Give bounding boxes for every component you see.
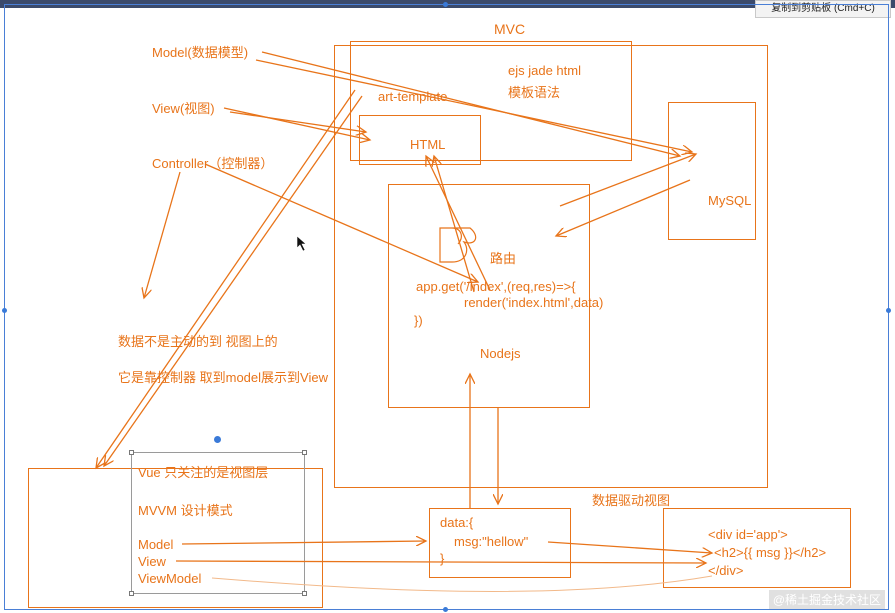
- arrow-view-to-html: [223, 107, 370, 140]
- arrow-art-template-to-vue-2: [104, 95, 363, 466]
- frame-handle-right[interactable]: [886, 308, 891, 313]
- arrow-route-to-html-2: [434, 156, 475, 293]
- vue-label: Vue 只关注的是视图层: [138, 465, 269, 480]
- data-driven-label: 数据驱动视图: [592, 493, 671, 508]
- nodejs-label: Nodejs: [480, 346, 521, 361]
- template-box: [350, 41, 632, 161]
- mvc-outer-box: [334, 45, 768, 488]
- template-syntax-label: 模板语法: [508, 85, 561, 100]
- frame-handle-bottom[interactable]: [443, 607, 448, 612]
- div-box: [663, 508, 851, 588]
- html-label: HTML: [410, 137, 446, 152]
- data-line-2: msg:"hellow": [454, 534, 529, 549]
- frame-handle-top[interactable]: [443, 2, 448, 7]
- arrow-controller-down: [144, 171, 181, 298]
- selection-handle-tl[interactable]: [129, 450, 134, 455]
- arrow-node-to-mysql: [559, 154, 696, 207]
- mysql-box: [668, 102, 756, 240]
- arrow-mysql-to-node: [556, 179, 691, 236]
- selection-handle-tr[interactable]: [302, 450, 307, 455]
- route-label: 路由: [490, 251, 517, 266]
- vm-viewmodel-label: ViewModel: [138, 571, 202, 586]
- arrow-model-to-mysql: [261, 51, 680, 156]
- selection-handle-br[interactable]: [302, 591, 307, 596]
- mvvm-label: MVVM 设计模式: [138, 503, 233, 518]
- code-line-1: app.get('/index',(req,res)=>{: [416, 279, 576, 294]
- vm-view-label: View: [138, 554, 166, 569]
- arrow-vm-view-to-div: [175, 561, 706, 563]
- arrow-view-to-html-2: [229, 111, 366, 132]
- arrow-model-to-mysql-2: [255, 59, 692, 152]
- curve-viewmodel-to-div: [211, 575, 713, 592]
- div-line-1: <div id='app'>: [708, 527, 788, 542]
- arrow-route-to-html: [426, 156, 491, 291]
- route-symbol: [439, 227, 477, 263]
- arrow-art-template-to-vue: [96, 89, 356, 468]
- data-line-3: }: [440, 551, 445, 566]
- frame-handle-left[interactable]: [2, 308, 7, 313]
- watermark: @稀土掘金技术社区: [768, 590, 885, 609]
- vue-box: [28, 468, 323, 608]
- arrow-data-msg-to-div: [547, 541, 712, 553]
- note-line-1: 数据不是主动的到 视图上的: [118, 334, 278, 349]
- data-line-1: data:{: [440, 515, 474, 530]
- div-line-2: <h2>{{ msg }}</h2>: [714, 545, 827, 560]
- mouse-cursor-icon: [296, 235, 307, 252]
- selection-handle-bl[interactable]: [129, 591, 134, 596]
- text-selection-box[interactable]: [131, 452, 305, 594]
- view-label: View(视图): [152, 101, 215, 116]
- arrow-vm-model-to-data: [181, 541, 426, 544]
- arrow-controller-to-route: [204, 163, 478, 282]
- model-label: Model(数据模型): [152, 45, 249, 60]
- div-line-3: </div>: [708, 563, 744, 578]
- mysql-label: MySQL: [708, 193, 752, 208]
- code-line-3: }): [414, 313, 423, 328]
- controller-label: Controller（控制器）: [152, 156, 274, 171]
- note-line-2: 它是靠控制器 取到model展示到View: [118, 370, 328, 385]
- mvc-title: MVC: [494, 21, 526, 37]
- nodejs-box: [388, 184, 590, 408]
- ejs-label: ejs jade html: [508, 63, 581, 78]
- vm-model-label: Model: [138, 537, 174, 552]
- rotate-handle[interactable]: [214, 436, 221, 443]
- code-line-2: render('index.html',data): [464, 295, 604, 310]
- art-template-label: art-template: [378, 89, 448, 104]
